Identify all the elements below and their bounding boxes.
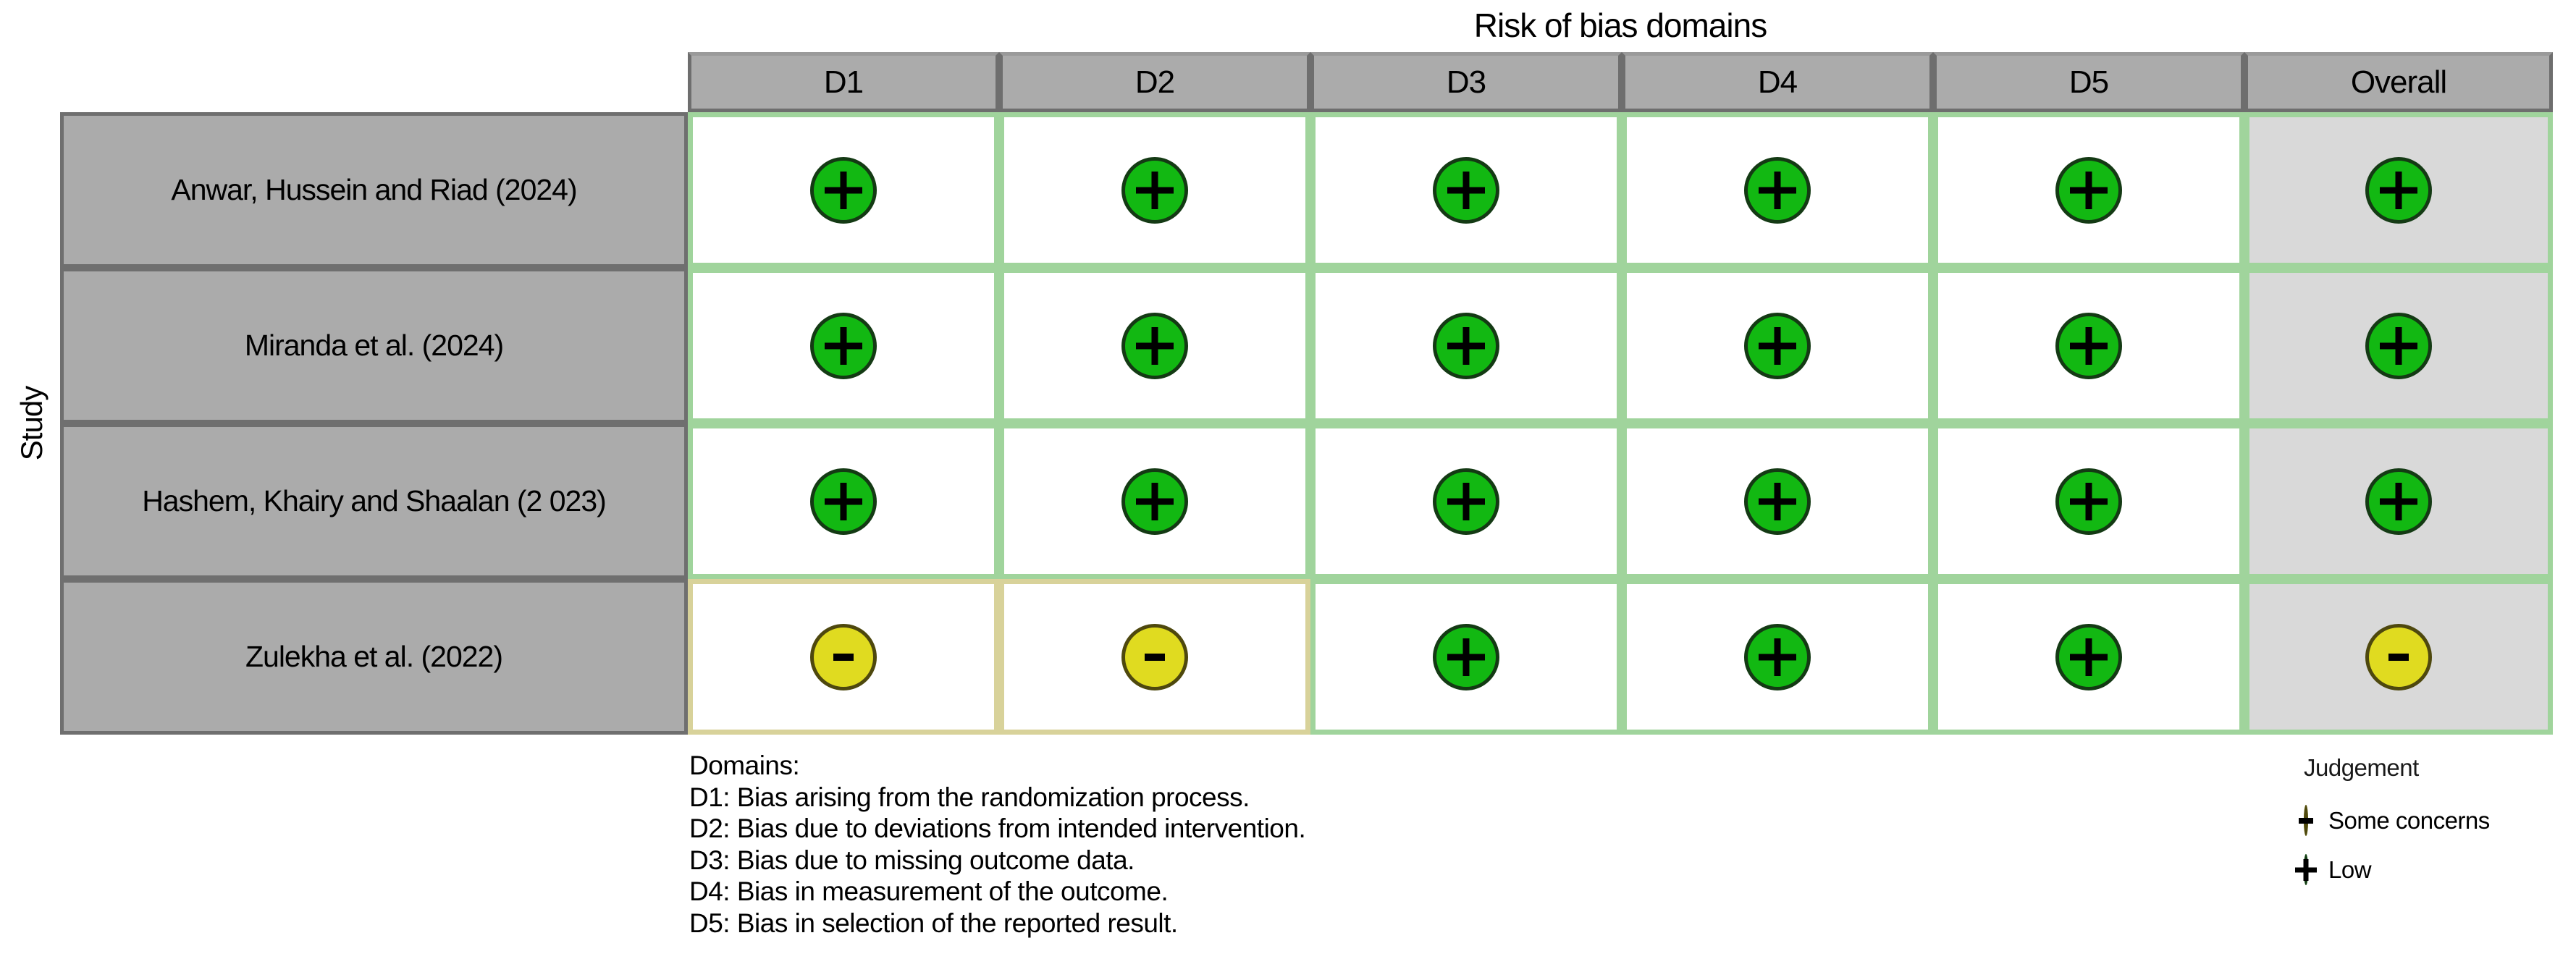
plus-circle-icon [1744,623,1811,690]
judgement-cell [1622,579,1933,735]
study-label: Zulekha et al. (2022) [60,579,688,735]
legend-swatch [2304,805,2308,836]
legend-item-label: Low [2328,856,2372,883]
judgement-cell [1622,423,1933,579]
domains-legend-heading: Domains: [689,751,800,780]
judgement-cell [1933,112,2244,268]
overall-judgement-cell [2244,268,2553,423]
judgement-cell [1933,268,2244,423]
judgement-cell [1622,112,1933,268]
minus-circle-icon [2365,623,2432,690]
judgement-cell [1622,268,1933,423]
judgement-cell [1310,268,1622,423]
judgement-cell [1933,579,2244,735]
figure-title: Risk of bias domains [1473,7,1767,44]
column-header-d5: D5 [1933,52,2244,112]
plus-circle-icon [1744,312,1811,379]
study-label: Hashem, Khairy and Shaalan (2 023) [60,423,688,579]
overall-judgement-cell [2244,423,2553,579]
study-label: Miranda et al. (2024) [60,268,688,423]
legend-item: Low [2304,845,2490,895]
header-spacer [60,52,688,112]
judgement-cell [1310,112,1622,268]
column-header-overall: Overall [2244,52,2553,112]
legend-swatch [2304,854,2308,885]
minus-circle-icon [1121,623,1188,690]
plus-circle-icon [1121,312,1188,379]
column-header-d1: D1 [688,52,999,112]
plus-circle-icon [2365,312,2432,379]
domains-legend-item: D2: Bias due to deviations from intended… [689,814,1306,843]
plus-circle-icon [1433,623,1499,690]
plus-circle-icon [810,312,877,379]
judgement-cell [688,579,999,735]
plus-circle-icon [2055,156,2122,224]
study-label: Anwar, Hussein and Riad (2024) [60,112,688,268]
domains-legend-item: D5: Bias in selection of the reported re… [689,908,1178,938]
judgement-cell [1310,423,1622,579]
judgement-legend-heading: Judgement [2304,754,2419,781]
plus-circle-icon [2055,468,2122,535]
plus-circle-icon [2055,312,2122,379]
plus-circle-icon [1433,312,1499,379]
plus-circle-icon [2365,156,2432,224]
legend-item: Some concerns [2304,796,2490,845]
judgement-cell [999,579,1310,735]
plus-circle-icon [1433,468,1499,535]
overall-judgement-cell [2244,112,2553,268]
plus-circle-icon [1433,156,1499,224]
plus-circle-icon [1744,468,1811,535]
column-header-d3: D3 [1310,52,1622,112]
judgement-legend: Judgement Some concerns Low [2304,754,2490,895]
judgement-cell [999,112,1310,268]
judgement-cell [1933,423,2244,579]
legend-item-label: Some concerns [2328,807,2490,834]
domains-legend: Domains: D1: Bias arising from the rando… [689,750,1306,939]
plus-circle-icon [810,156,877,224]
judgement-cell [999,268,1310,423]
domains-legend-item: D3: Bias due to missing outcome data. [689,845,1135,875]
plus-circle-icon [1744,156,1811,224]
plus-circle-icon [2055,623,2122,690]
domains-legend-item: D1: Bias arising from the randomization … [689,782,1250,812]
plus-circle-icon [1121,156,1188,224]
judgement-cell [688,112,999,268]
column-header-d2: D2 [999,52,1310,112]
y-axis-label: Study [14,386,49,461]
judgement-cell [688,268,999,423]
plus-circle-icon [1121,468,1188,535]
plus-circle-icon [2365,468,2432,535]
overall-judgement-cell [2244,579,2553,735]
column-header-d4: D4 [1622,52,1933,112]
plus-circle-icon [810,468,877,535]
judgement-cell [1310,579,1622,735]
minus-circle-icon [2304,805,2308,836]
minus-circle-icon [810,623,877,690]
traffic-light-table: D1 D2 D3 D4 D5 Overall Anwar, Hussein an… [60,52,2553,735]
judgement-cell [688,423,999,579]
plus-circle-icon [2304,854,2308,885]
judgement-cell [999,423,1310,579]
domains-legend-item: D4: Bias in measurement of the outcome. [689,876,1169,906]
